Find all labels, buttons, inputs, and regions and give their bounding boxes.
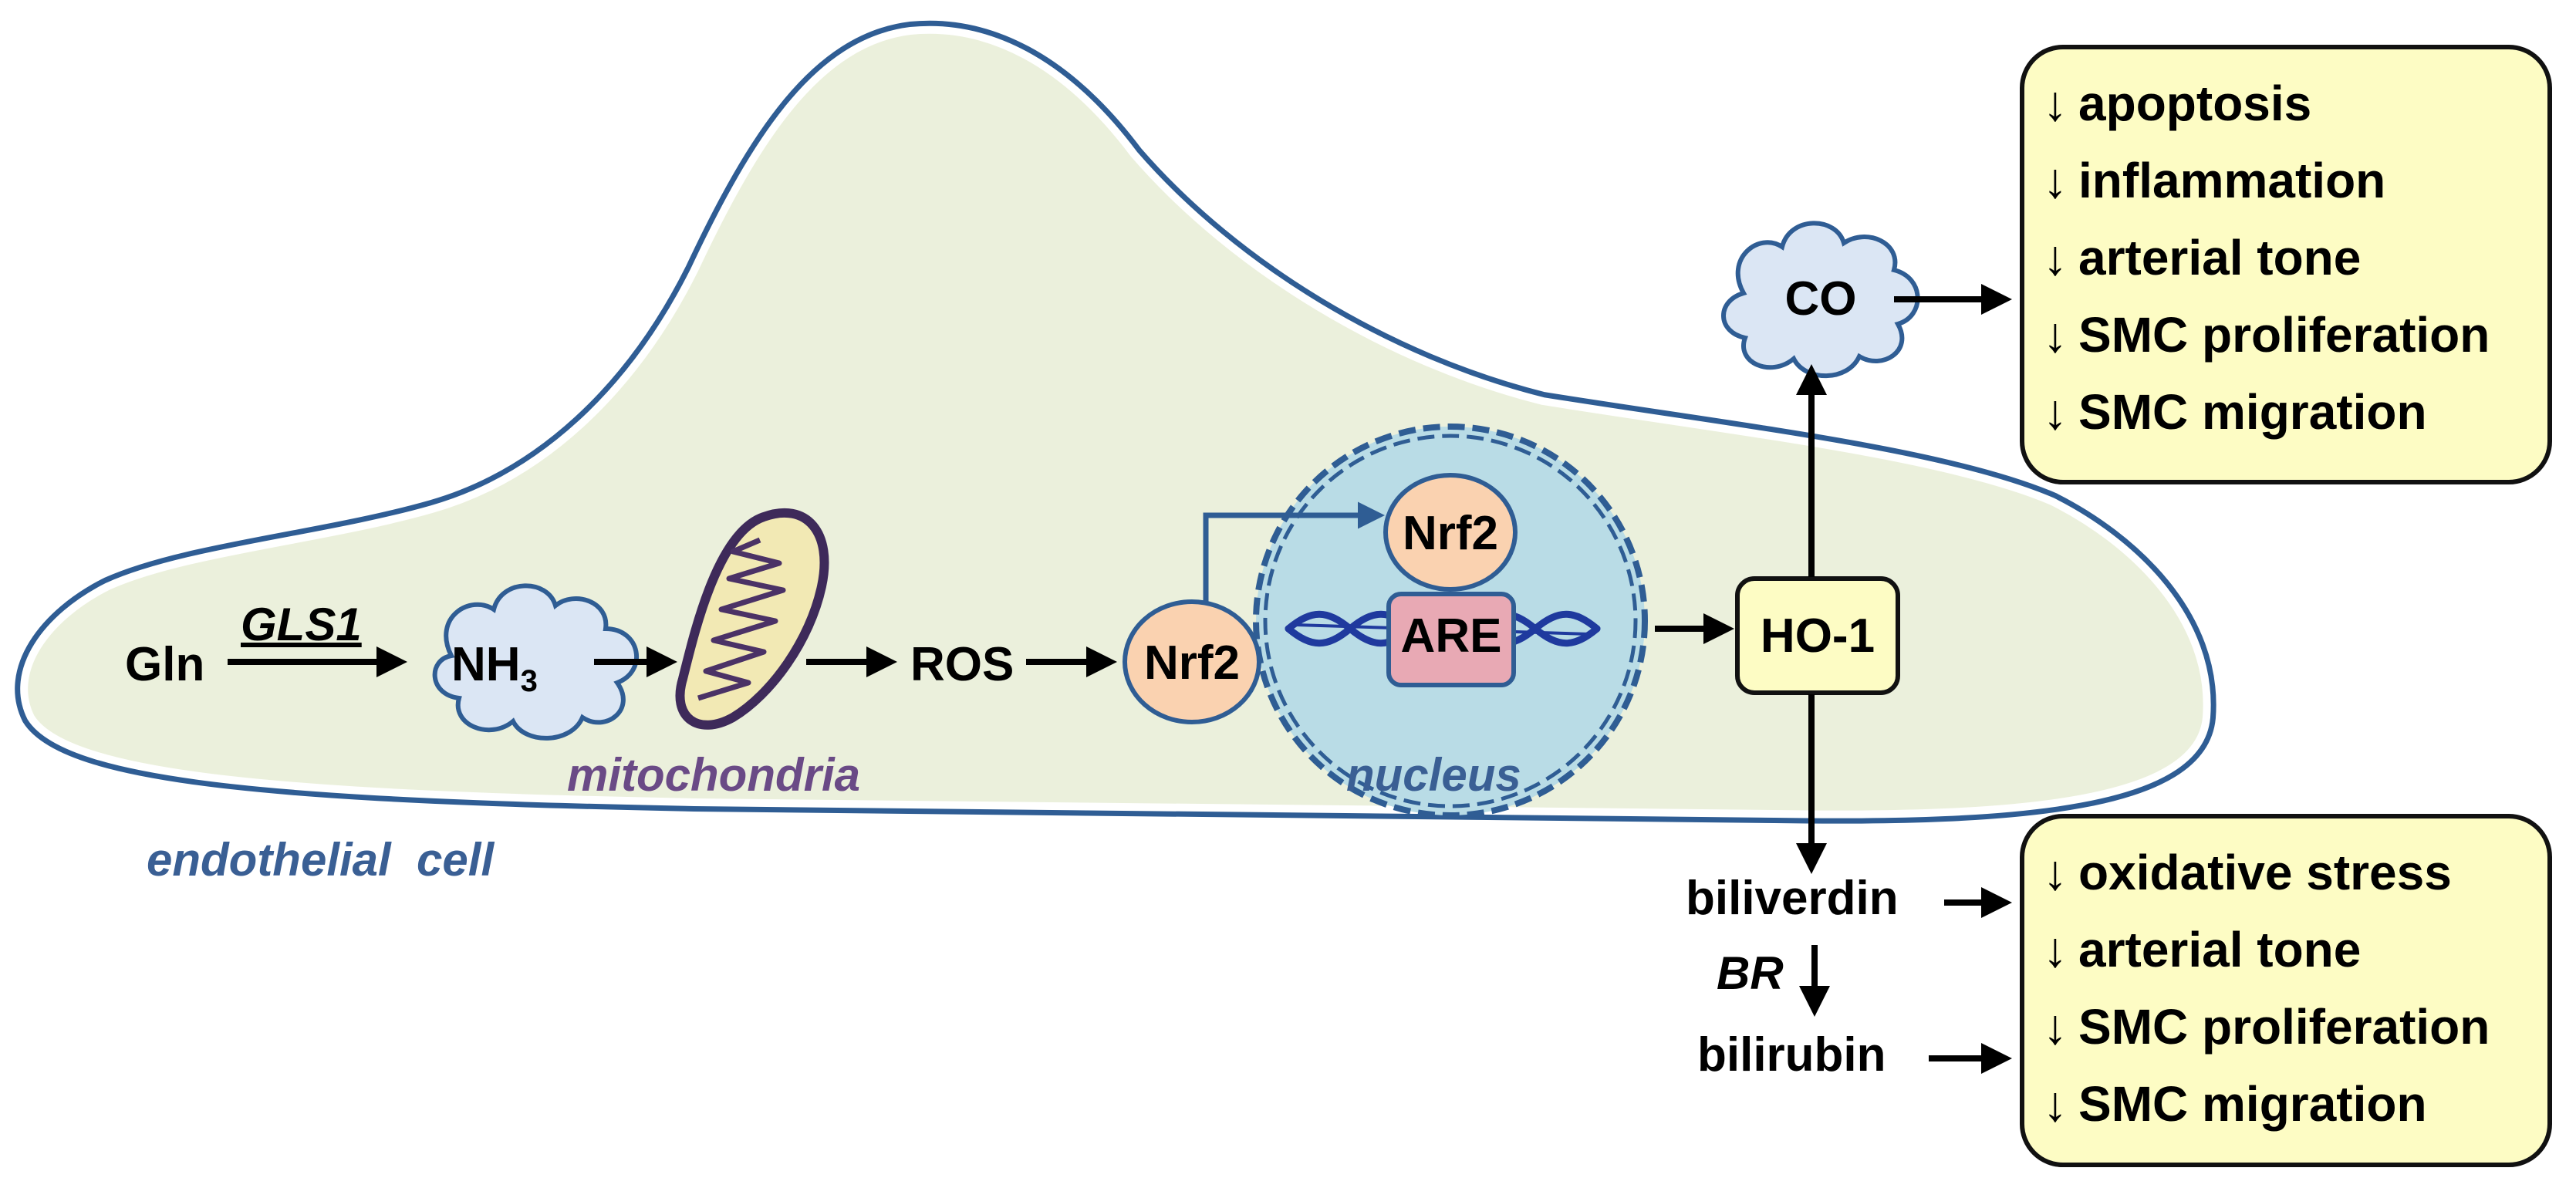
co-effect-item: ↓SMC proliferation xyxy=(2043,307,2490,363)
gls1-label: GLS1 xyxy=(241,599,362,650)
endothelial-cell-label: endothelial cell xyxy=(147,834,495,886)
mitochondria-label: mitochondria xyxy=(567,749,860,801)
nrf2-nucleus-label: Nrf2 xyxy=(1403,507,1498,560)
co-effect-item: ↓apoptosis xyxy=(2043,76,2312,131)
co-effect-item: ↓SMC migration xyxy=(2043,384,2427,440)
bili-effect-item: ↓SMC migration xyxy=(2043,1076,2427,1132)
are-label: ARE xyxy=(1401,609,1502,663)
co-effect-item: ↓arterial tone xyxy=(2043,230,2362,285)
endothelial-cell xyxy=(15,20,2216,824)
co-effect-item: ↓inflammation xyxy=(2043,153,2386,208)
nh3-cloud: NH3 xyxy=(432,583,640,741)
ho1-label: HO-1 xyxy=(1761,609,1875,663)
ho1-box: HO-1 xyxy=(1735,576,1900,695)
nrf2-cytoplasm-label: Nrf2 xyxy=(1144,636,1240,690)
co-effects-box: ↓apoptosis ↓inflammation ↓arterial tone … xyxy=(2020,45,2552,484)
co-cloud: CO xyxy=(1721,221,1920,379)
nucleus-label: nucleus xyxy=(1346,749,1521,801)
bilirubin-label: bilirubin xyxy=(1697,1028,1886,1082)
are-box: ARE xyxy=(1386,592,1516,687)
gln-label: Gln xyxy=(125,638,204,691)
br-label: BR xyxy=(1717,947,1784,999)
bili-effects-box: ↓oxidative stress ↓arterial tone ↓SMC pr… xyxy=(2020,814,2552,1167)
co-label: CO xyxy=(1785,272,1857,326)
mitochondrion-icon xyxy=(675,508,829,730)
bili-effect-item: ↓oxidative stress xyxy=(2043,845,2452,900)
nrf2-nucleus-node: Nrf2 xyxy=(1383,473,1518,592)
pathway-arrows xyxy=(228,284,2012,1074)
ros-label: ROS xyxy=(910,638,1014,691)
nrf2-translocation-arrow xyxy=(1203,501,1385,602)
bili-effect-item: ↓SMC proliferation xyxy=(2043,999,2490,1055)
nh3-label: NH3 xyxy=(451,638,538,698)
biliverdin-label: biliverdin xyxy=(1686,872,1899,925)
nrf2-cytoplasm-node: Nrf2 xyxy=(1123,599,1261,724)
bili-effect-item: ↓arterial tone xyxy=(2043,922,2362,977)
